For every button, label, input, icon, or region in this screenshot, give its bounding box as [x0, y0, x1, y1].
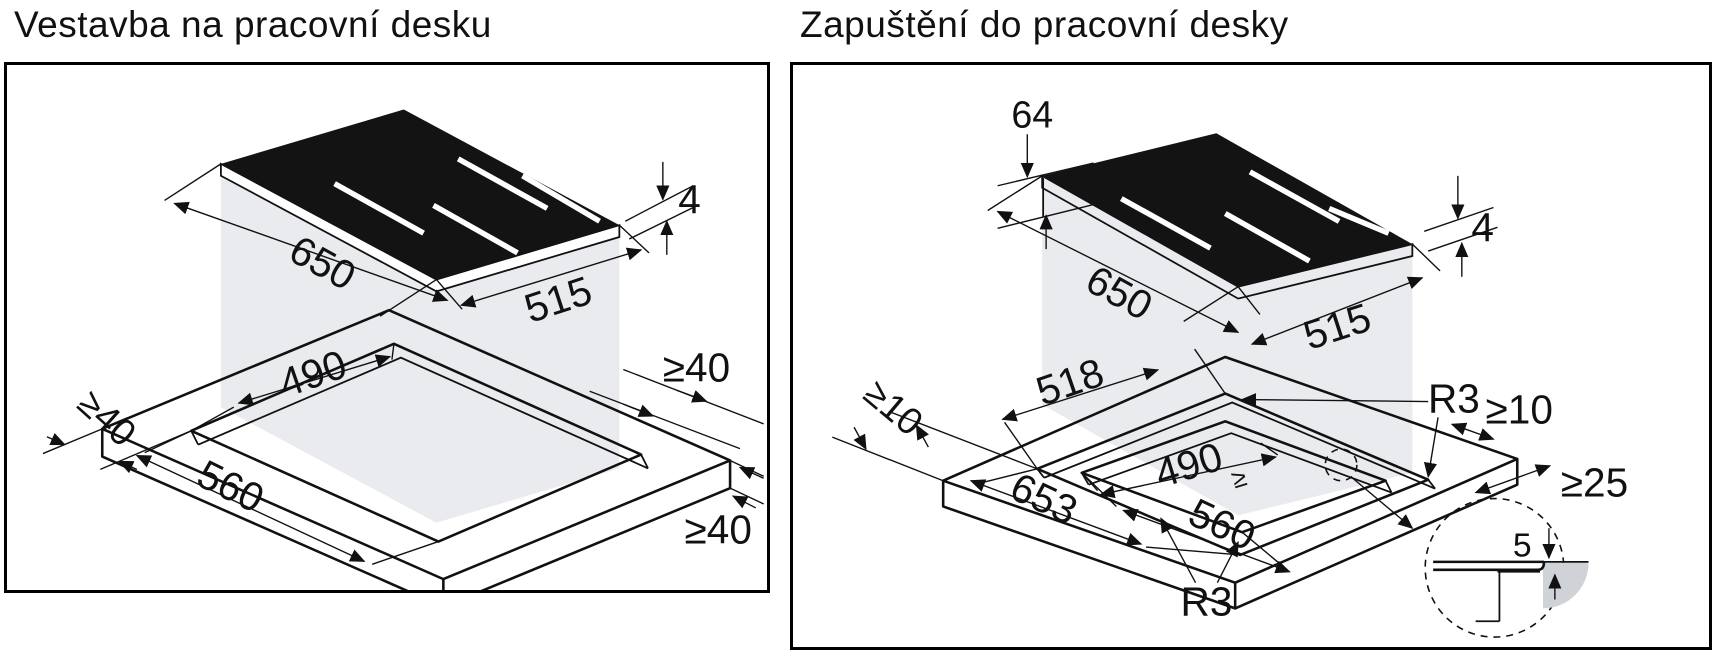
dim-label-detail-depth: 5	[1513, 528, 1532, 565]
flush-mount-diagram: 64 650 515 4 518 490 ≥ 560	[790, 62, 1712, 650]
dim-hob-body-height: 64	[997, 93, 1102, 250]
dim-clearance-front: ≥25	[1474, 460, 1628, 506]
dim-clearance-right-back: ≥40	[589, 345, 764, 450]
dim-corner-radius-top: R3	[1240, 376, 1480, 479]
cutout-inner-wall	[197, 356, 649, 470]
flush-mount-title: Zapuštění do pracovní desky	[800, 4, 1289, 45]
dim-glass-thickness: 4	[624, 161, 701, 255]
detail-callout: 5	[1324, 448, 1589, 638]
surface-mount-title: Vestavba na pracovní desku	[14, 4, 492, 45]
rebate-floor	[1043, 401, 1436, 490]
surface-mount-drawing: 650 515 4 490 560 ≥40 ≥40	[42, 109, 764, 590]
dim-label-clearance-right: ≥10	[1486, 386, 1553, 432]
detail-worktop-section	[1542, 562, 1589, 609]
dim-label-clearance-front: ≥25	[1561, 460, 1628, 506]
cooktop-top	[1042, 133, 1413, 287]
detail-glass	[1433, 560, 1546, 572]
dim-label-r3-bottom: R3	[1181, 578, 1233, 624]
cooktop-top	[220, 109, 620, 280]
dim-clearance-right-front: ≥40	[685, 459, 764, 553]
dim-clearance-right: ≥10	[1450, 386, 1553, 441]
surface-mount-diagram: 650 515 4 490 560 ≥40 ≥40	[4, 62, 770, 593]
dim-label-4: 4	[1471, 204, 1494, 250]
dim-label-r3-top: R3	[1428, 376, 1480, 422]
dim-corner-radius-bottom: R3	[1160, 517, 1239, 624]
dim-label-64: 64	[1011, 93, 1053, 135]
dim-label-4: 4	[678, 176, 701, 222]
dim-label-clearance-right-back: ≥40	[663, 345, 730, 391]
detail-marker-circle	[1324, 448, 1358, 482]
flush-mount-drawing: 64 650 515 4 518 490 ≥ 560	[832, 93, 1628, 638]
dim-label-clearance-right-front: ≥40	[685, 507, 752, 553]
dim-glass-thickness: 4	[1423, 175, 1498, 277]
